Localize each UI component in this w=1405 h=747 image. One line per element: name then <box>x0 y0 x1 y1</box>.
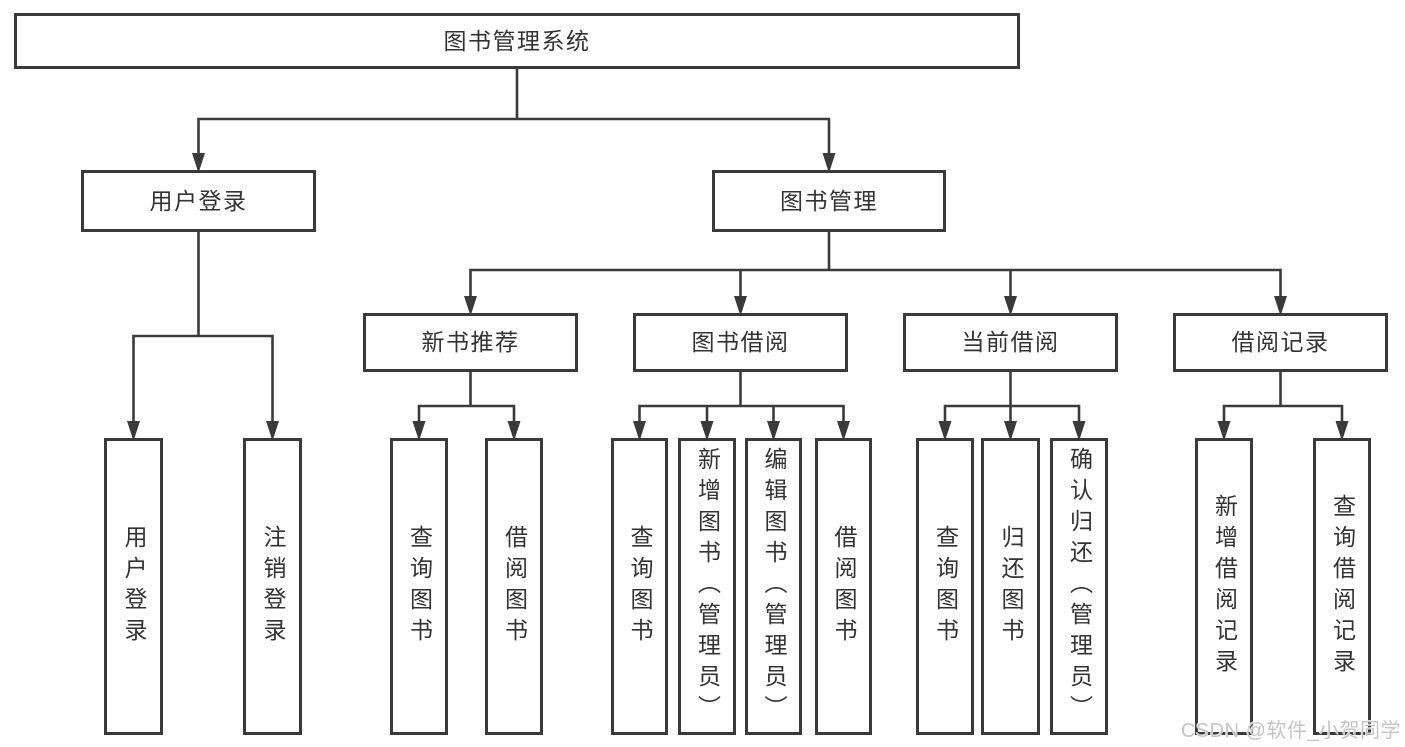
arrowhead-icon <box>700 421 714 441</box>
connector-records-to-children <box>1222 370 1344 423</box>
arrowhead-icon <box>1335 421 1349 441</box>
connector-userlogin-to-children <box>132 230 274 423</box>
node-current-borrow: 当前借阅 <box>903 313 1118 372</box>
csdn-watermark: CSDN @软件_小贺同学 <box>1180 720 1401 742</box>
leaf-user-login: 用户登录 <box>104 438 163 735</box>
arrowhead-icon <box>464 296 477 316</box>
connector-bookmgmt-to-level3 <box>469 230 1282 298</box>
leaf-confirm-return-admin: 确认归还（管理员） <box>1050 438 1108 735</box>
arrowhead-icon <box>412 421 426 441</box>
leaf-return-books: 归还图书 <box>981 438 1040 735</box>
connector-recommend-to-children <box>417 370 516 423</box>
arrowhead-icon <box>1217 421 1231 441</box>
arrowhead-icon <box>767 421 780 441</box>
arrowhead-icon <box>1004 421 1017 441</box>
leaf-logout: 注销登录 <box>243 438 302 735</box>
node-root: 图书管理系统 <box>14 13 1020 69</box>
leaf-query-books-borrow: 查询图书 <box>611 438 668 735</box>
leaf-edit-books-admin: 编辑图书（管理员） <box>745 438 802 735</box>
leaf-borrow-books: 借阅图书 <box>815 438 872 735</box>
connector-current-to-children <box>943 370 1081 423</box>
leaf-query-books-current: 查询图书 <box>916 438 974 735</box>
node-book-borrow: 图书借阅 <box>633 313 848 372</box>
connector-borrow-to-children <box>638 370 845 423</box>
node-user-login: 用户登录 <box>81 170 316 232</box>
leaf-query-borrow-record: 查询借阅记录 <box>1313 438 1371 735</box>
arrowhead-icon <box>822 153 836 173</box>
arrowhead-icon <box>633 421 646 441</box>
arrowhead-icon <box>1004 296 1017 316</box>
arrowhead-icon <box>1072 421 1086 441</box>
node-book-management: 图书管理 <box>712 170 946 232</box>
leaf-query-books-recommend: 查询图书 <box>390 438 448 735</box>
arrowhead-icon <box>192 153 205 173</box>
leaf-borrow-books-recommend: 借阅图书 <box>485 438 543 735</box>
node-borrow-records: 借阅记录 <box>1173 313 1388 372</box>
arrowhead-icon <box>507 421 521 441</box>
arrowhead-icon <box>266 421 279 441</box>
leaf-add-books-admin: 新增图书（管理员） <box>678 438 736 735</box>
arrowhead-icon <box>734 296 747 316</box>
arrowhead-icon <box>837 421 850 441</box>
leaf-add-borrow-record: 新增借阅记录 <box>1195 438 1253 735</box>
node-new-book-recommend: 新书推荐 <box>363 313 578 372</box>
arrowhead-icon <box>127 421 140 441</box>
arrowhead-icon <box>1274 296 1287 316</box>
connector-root-to-level2 <box>197 67 831 155</box>
arrowhead-icon <box>938 421 952 441</box>
